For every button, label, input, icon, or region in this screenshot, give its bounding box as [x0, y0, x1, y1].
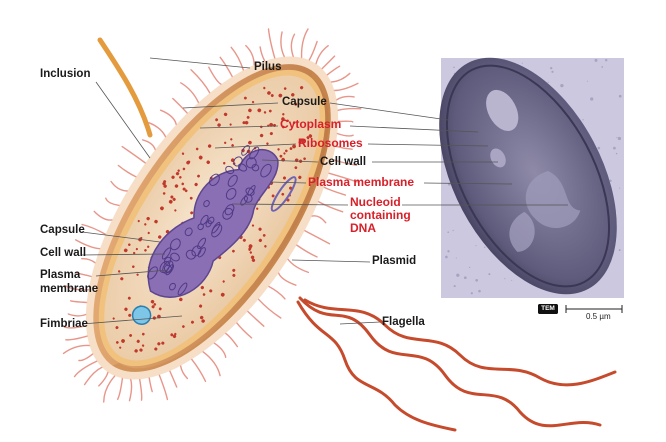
label-pilus: Pilus	[254, 61, 282, 73]
label-capsule-top: Capsule	[282, 96, 327, 108]
label-capsule-left: Capsule	[40, 224, 85, 236]
label-plasma-membrane-left-2: membrane	[40, 283, 99, 295]
label-cytoplasm: Cytoplasm	[280, 117, 342, 131]
flagella	[296, 296, 617, 432]
tem-badge: TEM	[538, 304, 558, 314]
cell-body	[85, 56, 339, 380]
label-cell-wall-left: Cell wall	[40, 247, 87, 259]
label-plasmid: Plasmid	[372, 255, 417, 267]
label-nucleoid-line-2: containing	[350, 208, 411, 222]
label-inclusion: Inclusion	[40, 68, 91, 80]
plasmid-ring	[270, 176, 297, 212]
label-plasma-membrane-right: Plasma membrane	[308, 175, 415, 189]
tem-nucleoid	[525, 171, 581, 228]
scale-bar-label: 0.5 µm	[586, 312, 611, 321]
tem-cell	[439, 57, 617, 295]
label-ribosomes: Ribosomes	[298, 136, 363, 150]
label-fimbriae: Fimbriae	[40, 318, 88, 330]
pilus	[97, 37, 153, 138]
label-nucleoid-line-1: Nucleoid	[350, 195, 401, 209]
leader-lines	[81, 57, 568, 325]
label-flagella: Flagella	[382, 316, 425, 328]
label-plasma-membrane-left-1: Plasma	[40, 269, 81, 281]
nucleoid	[147, 145, 279, 298]
label-nucleoid-line-3: DNA	[350, 221, 376, 235]
label-cell-wall-right: Cell wall	[320, 156, 367, 168]
fimbriae	[62, 28, 362, 403]
tem-inclusion	[486, 89, 519, 131]
